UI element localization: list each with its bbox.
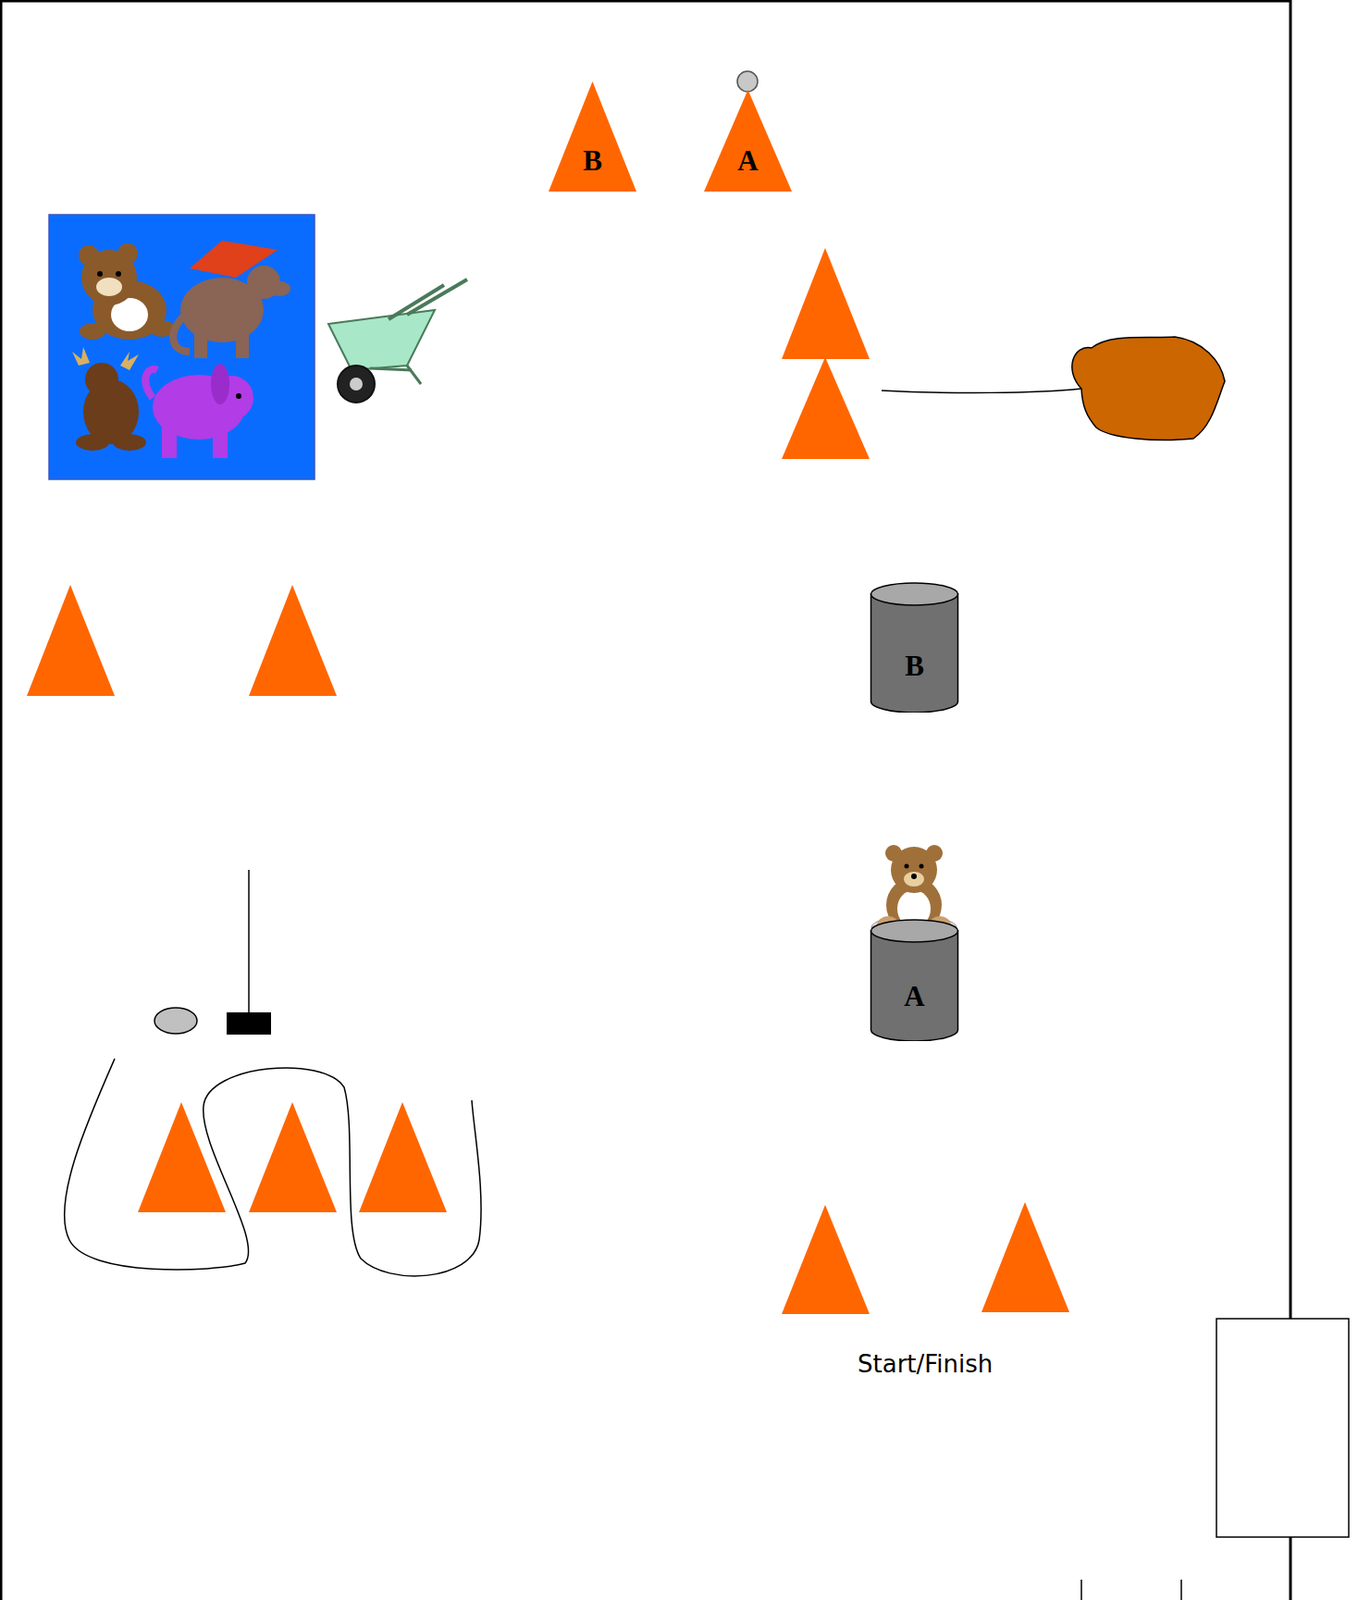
wheelbarrow [328, 279, 468, 403]
cone [137, 1101, 226, 1212]
course-border [0, 0, 1291, 1600]
lettered-barrel: A [869, 918, 960, 1041]
cone-shape [703, 89, 792, 192]
mallet-head [226, 1012, 272, 1035]
stuffed-animals-box [49, 214, 315, 480]
lettered-barrel: B [869, 581, 960, 713]
barrel-shape [869, 918, 960, 1041]
rope [881, 388, 1082, 393]
gate-tick [1080, 1579, 1083, 1600]
weave-path [64, 1058, 482, 1276]
gate-tick [1180, 1579, 1183, 1600]
station-letter: B [548, 146, 637, 175]
sack [1072, 336, 1225, 441]
ball [154, 1007, 198, 1034]
cone [358, 1101, 447, 1212]
lettered-cone: B [548, 81, 637, 192]
cone [248, 584, 337, 696]
ball [737, 71, 758, 92]
cone [781, 357, 870, 459]
cone [781, 247, 870, 359]
station-letter: A [703, 146, 792, 175]
station-letter: B [869, 651, 960, 680]
course-label: Start/Finish [857, 1349, 993, 1378]
cone [981, 1201, 1070, 1312]
lettered-cone: A [703, 89, 792, 192]
cone-shape [548, 81, 637, 192]
cone [781, 1204, 870, 1314]
side-box [1216, 1318, 1349, 1537]
cone [248, 1101, 337, 1212]
cone [26, 584, 115, 696]
mallet-handle [247, 869, 250, 1013]
barrel-shape [869, 581, 960, 713]
station-letter: A [869, 981, 960, 1011]
